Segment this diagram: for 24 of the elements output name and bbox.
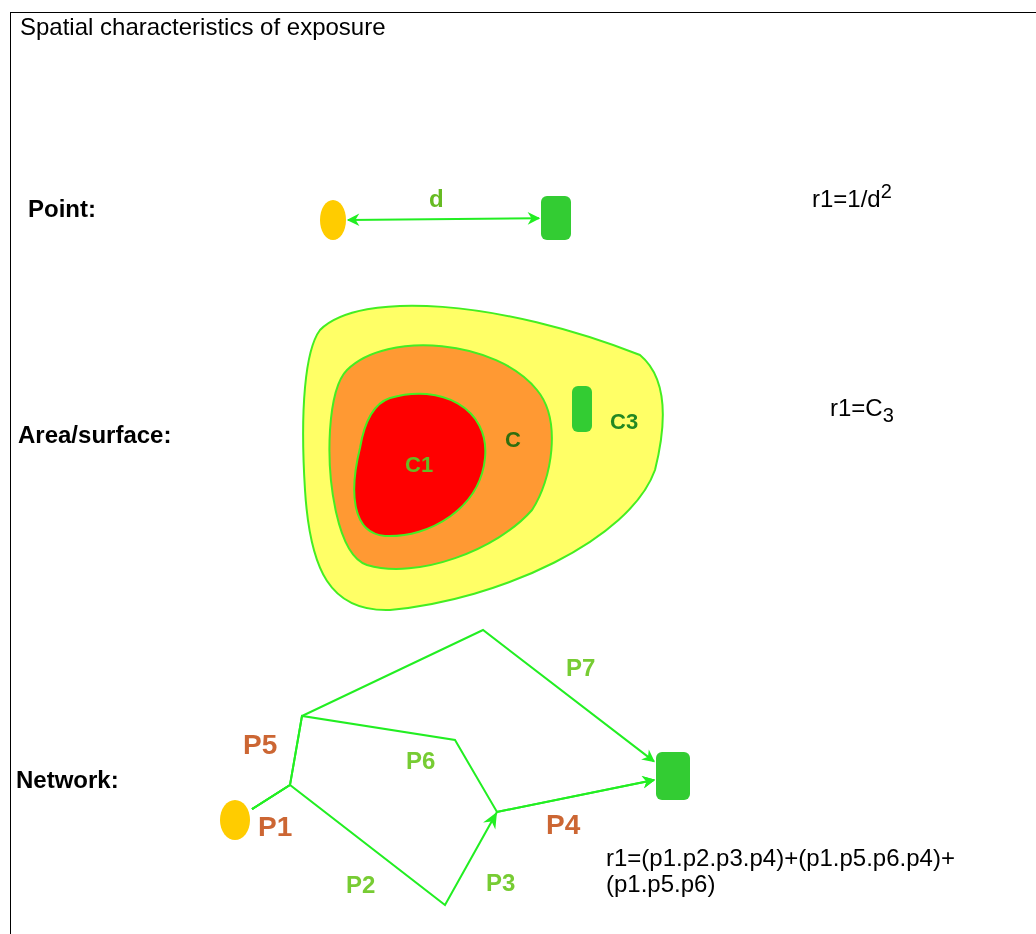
row-label: Point: (28, 196, 96, 223)
receptor-marker (656, 752, 690, 800)
path-label: P4 (546, 810, 581, 841)
diagram-title: Spatial characteristics of exposure (20, 14, 386, 41)
zone-label: C (505, 428, 521, 453)
source-dot (320, 200, 346, 240)
formula: r1=(p1.p2.p3.p4)+(p1.p5.p6.p4)+ (p1.p5.p6) (606, 845, 956, 898)
path-label: P1 (258, 812, 293, 843)
row-label: Area/surface: (18, 422, 172, 449)
receptor-marker (572, 386, 592, 432)
path-label: P3 (486, 870, 516, 897)
formula: r1=C$_{3}$ (830, 395, 894, 426)
arrow (251, 628, 655, 811)
arrow (346, 212, 541, 227)
formula: r1=1/d$^{2}$ (812, 180, 892, 213)
source-dot (220, 800, 250, 840)
row-label: Network: (16, 767, 119, 794)
zone-label: C1 (405, 453, 434, 478)
path-label: P5 (243, 730, 278, 761)
path-label: P6 (406, 748, 436, 775)
zone-label: C3 (610, 410, 639, 435)
receptor-marker (541, 196, 571, 240)
path-label: P2 (346, 872, 376, 899)
path-label: P7 (566, 655, 596, 682)
